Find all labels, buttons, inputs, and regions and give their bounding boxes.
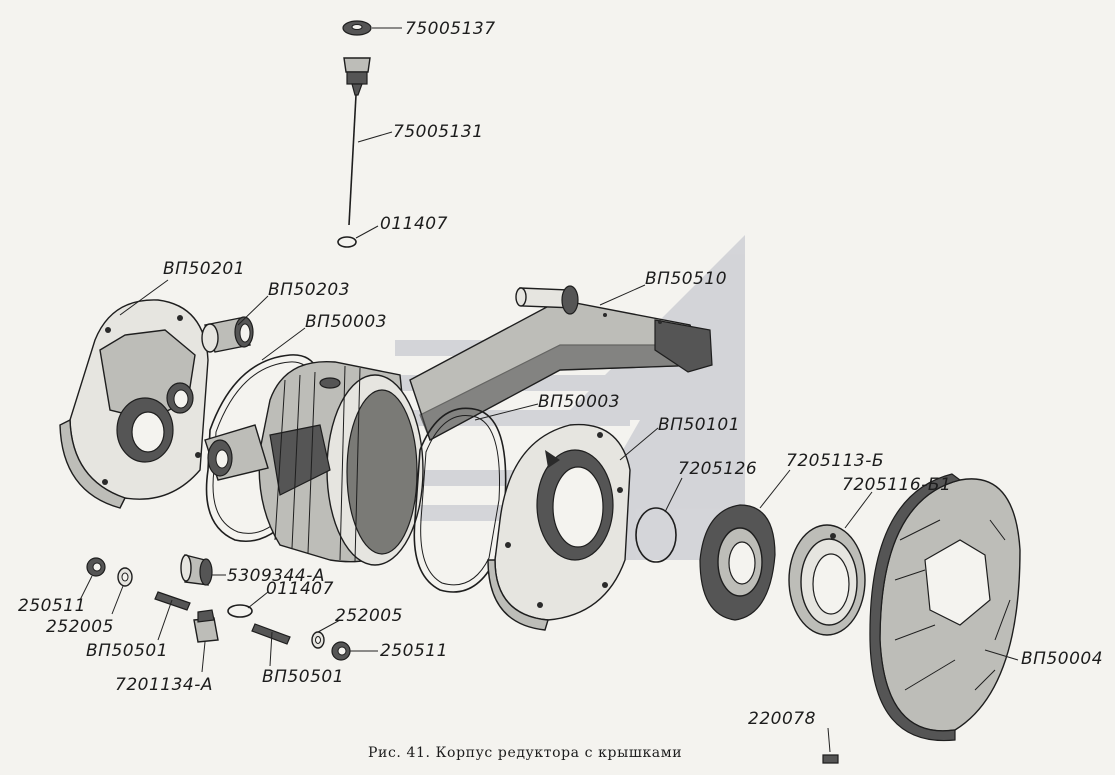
bolt-220078 — [822, 754, 839, 764]
label-250511-left: 250511 — [18, 596, 86, 616]
nut-250511-left — [86, 557, 106, 577]
o-ring-7205126 — [635, 507, 677, 563]
washer-252005-left — [117, 567, 133, 587]
label-7205113b: 7205113-Б — [786, 451, 884, 471]
label-bp50501-left: ВП50501 — [86, 641, 168, 661]
washer-75005137 — [342, 20, 372, 36]
label-250511-right: 250511 — [380, 641, 448, 661]
label-011407-low: 011407 — [266, 579, 334, 599]
flange-bp50101 — [487, 423, 631, 631]
label-252005-right: 252005 — [335, 606, 403, 626]
label-75005131: 75005131 — [393, 122, 484, 142]
seal-7205116b1 — [788, 524, 866, 636]
drum-ribs — [274, 365, 361, 562]
plug-7201134a — [193, 609, 219, 643]
end-cover-bp50201 — [59, 299, 209, 509]
label-bp50003-mid: ВП50003 — [538, 392, 620, 412]
dipstick-75005131 — [343, 57, 371, 226]
label-75005137: 75005137 — [405, 19, 496, 39]
label-7205126: 7205126 — [678, 459, 757, 479]
leader-lines — [79, 27, 1019, 753]
label-220078: 220078 — [748, 709, 816, 729]
label-bp50003-left: ВП50003 — [305, 312, 387, 332]
label-bp50101: ВП50101 — [658, 415, 740, 435]
stud-bp50501-left — [154, 591, 191, 611]
stud-bp50501-right — [251, 623, 291, 645]
label-011407-top: 011407 — [380, 214, 448, 234]
nut-250511-right — [331, 641, 351, 661]
label-bp50501-right: ВП50501 — [262, 667, 344, 687]
label-bp50004: ВП50004 — [1021, 649, 1103, 669]
cover-disc-bp50004 — [869, 473, 1021, 742]
label-5309344a: 5309344-А — [227, 566, 325, 586]
label-252005-left: 252005 — [46, 617, 114, 637]
drum-housing — [204, 360, 424, 566]
label-7201134a: 7201134-А — [115, 675, 213, 695]
figure-caption: Рис. 41. Корпус редуктора с крышками — [368, 745, 682, 761]
ring-011407-low — [227, 604, 253, 618]
ring-011407-top — [337, 236, 357, 248]
label-bp50510: ВП50510 — [645, 269, 727, 289]
watermark-arrow — [560, 235, 745, 560]
disc-hatching — [894, 519, 1011, 691]
seal-7205113b — [699, 504, 776, 621]
label-bp50201: ВП50201 — [163, 259, 245, 279]
label-bp50203: ВП50203 — [268, 280, 350, 300]
label-7205116b1: 7205116-Б1 — [842, 475, 951, 495]
washer-252005-right — [311, 631, 325, 649]
housing-beam-bp50510 — [409, 285, 713, 442]
part-labels: 75005137 75005131 011407 ВП50201 ВП50203… — [18, 19, 1103, 729]
bushing-5309344a — [180, 554, 213, 586]
bushing-bp50203 — [201, 316, 254, 353]
